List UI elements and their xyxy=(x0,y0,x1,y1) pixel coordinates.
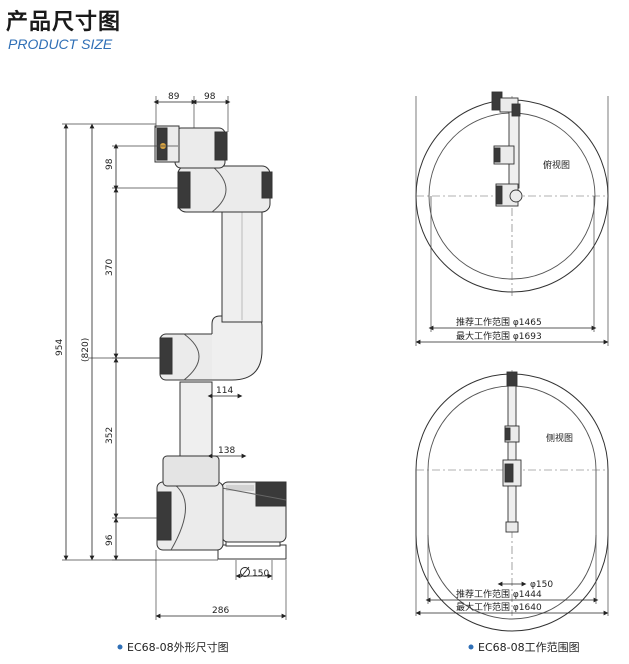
side-view-recommended: 推荐工作范围 φ1444 xyxy=(456,588,542,600)
dim-v-96: 96 xyxy=(105,534,115,546)
top-view-recommended: 推荐工作范围 φ1465 xyxy=(456,316,542,328)
dim-top-left: 89 xyxy=(168,92,180,102)
left-caption: EC68-08外形尺寸图 xyxy=(127,640,229,654)
dim-top-right: 98 xyxy=(204,92,216,102)
dim-v-370: 370 xyxy=(105,259,115,276)
side-view-base-dia: φ150 xyxy=(530,580,553,590)
top-view-label: 俯视图 xyxy=(543,159,570,171)
side-view-label: 侧视图 xyxy=(546,432,573,444)
dim-base-width: 286 xyxy=(212,606,229,616)
dim-v-954: 954 xyxy=(55,339,65,356)
dim-h-138: 138 xyxy=(218,446,235,456)
robot-side-drawing xyxy=(154,125,287,560)
robot-upper-joint xyxy=(177,165,271,213)
top-view-drawing xyxy=(415,91,609,346)
bullet-icon xyxy=(468,644,474,650)
dim-v-352: 352 xyxy=(105,427,115,444)
right-caption: EC68-08工作范围图 xyxy=(478,640,580,654)
dim-h-114: 114 xyxy=(216,386,233,396)
page-subtitle: PRODUCT SIZE xyxy=(8,36,113,52)
side-view-maximum: 最大工作范围 φ1640 xyxy=(456,601,542,613)
dim-v-820: (820) xyxy=(81,338,91,362)
bullet-icon xyxy=(117,644,123,650)
dim-v-98: 98 xyxy=(105,158,115,170)
top-view-maximum: 最大工作范围 φ1693 xyxy=(456,330,542,342)
diameter-icon xyxy=(240,566,250,578)
dim-base-dia: 150 xyxy=(252,569,269,579)
robot-base-plate xyxy=(217,544,287,560)
page-title: 产品尺寸图 xyxy=(6,10,122,35)
